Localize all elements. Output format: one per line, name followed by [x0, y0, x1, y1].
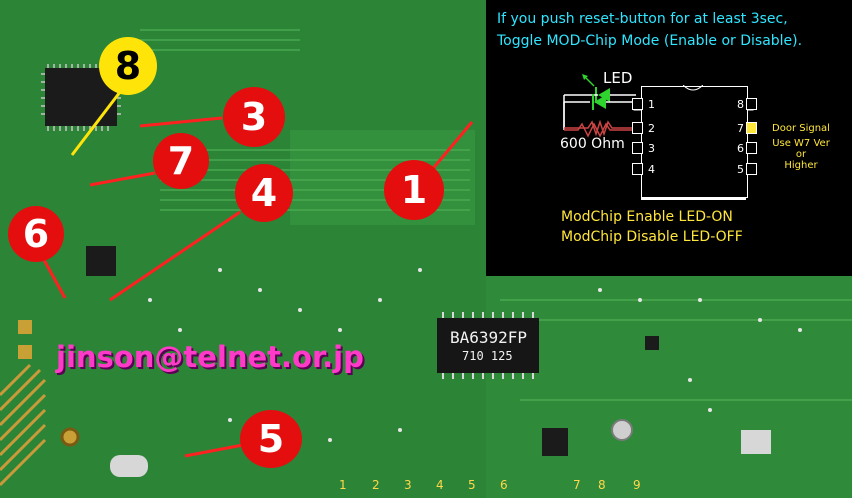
door-signal-line-2: Use W7 Ver	[772, 138, 830, 149]
pin-4: 4	[648, 163, 655, 176]
arrow-6	[89, 171, 156, 187]
ruler-3: 3	[404, 478, 412, 492]
ba6392fp-chip	[437, 318, 539, 373]
pin-2: 2	[648, 122, 655, 135]
marker-8: 6	[8, 206, 64, 262]
ruler-8: 8	[598, 478, 606, 492]
chip-label-1: BA6392FP	[450, 328, 528, 347]
info-line-1: If you push reset-button for at least 3s…	[497, 11, 788, 27]
pin-7: 7	[737, 122, 744, 135]
door-signal-label: Door Signal Use W7 Ver or Higher	[761, 123, 841, 171]
ruler-9: 9	[633, 478, 641, 492]
marker-6: 7	[153, 133, 209, 189]
ruler-2: 2	[372, 478, 380, 492]
marker-4: 5	[240, 410, 302, 468]
ruler-4: 4	[436, 478, 444, 492]
arrow-4	[184, 443, 244, 458]
door-signal-line-1: Door Signal	[772, 123, 830, 134]
pin-box	[632, 142, 643, 154]
arrow-5	[109, 210, 241, 302]
marker-1: 1	[384, 160, 444, 220]
pin-8: 8	[737, 98, 744, 111]
door-signal-line-3: or	[795, 149, 807, 160]
pin-1: 1	[648, 98, 655, 111]
info-line-2: Toggle MOD-Chip Mode (Enable or Disable)…	[497, 33, 803, 49]
led-label: LED	[603, 69, 633, 87]
pin-box	[632, 98, 643, 110]
resistor-label: 600 Ohm	[560, 136, 625, 152]
pin-6: 6	[737, 142, 744, 155]
enable-note: ModChip Enable LED-ON	[561, 209, 733, 225]
small-chip-1	[86, 246, 116, 276]
marker-5: 4	[235, 164, 293, 222]
ic-notch	[683, 85, 703, 91]
ruler-6: 6	[500, 478, 508, 492]
disable-note: ModChip Disable LED-OFF	[561, 229, 743, 245]
pin-box	[632, 122, 643, 134]
chip-label-2: 710 125	[462, 349, 513, 363]
marker-3: 3	[223, 87, 285, 147]
arrow-3	[139, 116, 223, 128]
small-chip-2	[542, 428, 568, 456]
ruler-7: 7	[573, 478, 581, 492]
pin-box	[746, 142, 757, 154]
door-signal-line-4: Higher	[784, 160, 818, 171]
pin-5: 5	[737, 163, 744, 176]
led-diode-icon	[598, 88, 610, 102]
arrow-7	[70, 91, 122, 156]
pin-3: 3	[648, 142, 655, 155]
ruler-5: 5	[468, 478, 476, 492]
pin-box-door	[746, 122, 757, 134]
marker-7: 8	[99, 37, 157, 95]
arrow-8	[41, 257, 67, 299]
ic-outline	[641, 86, 748, 198]
ruler-1: 1	[339, 478, 347, 492]
led-wiring	[563, 94, 632, 137]
pin-box	[746, 98, 757, 110]
email-watermark: jinson@telnet.or.jp	[56, 340, 364, 374]
pin-box	[746, 163, 757, 175]
led-icon	[594, 95, 606, 109]
pin-box	[632, 163, 643, 175]
